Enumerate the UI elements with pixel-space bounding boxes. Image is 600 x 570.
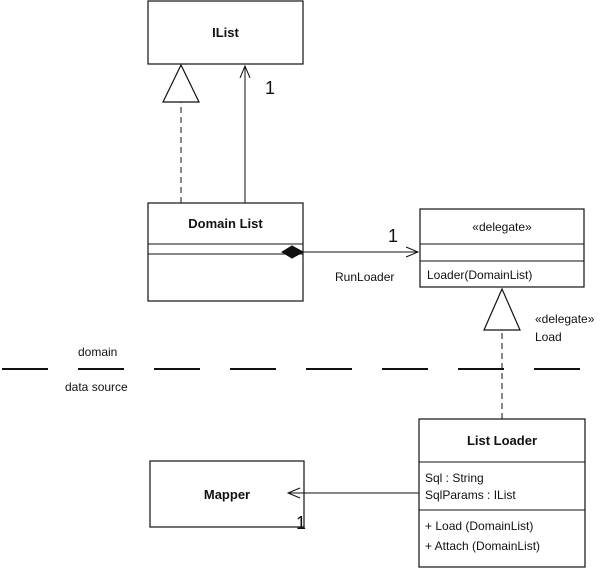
delegate-multiplicity: 1 (388, 226, 398, 246)
list-loader-attribute: Sql : String (425, 471, 484, 485)
delegate-class: «delegate» Loader(DomainList) (419, 208, 585, 288)
list-loader-class: List Loader Sql : String SqlParams : ILi… (418, 418, 586, 568)
delegate-box (419, 208, 585, 288)
hollow-triangle-icon (483, 287, 521, 331)
ilist-box (147, 0, 304, 65)
run-loader-label: RunLoader (335, 270, 394, 284)
mapper-name: Mapper (204, 487, 250, 502)
mapper-multiplicity: 1 (296, 513, 306, 533)
run-loader-composition: 1 RunLoader (281, 226, 418, 284)
layer-separator: domain data source (2, 345, 598, 394)
realization-stereotype: «delegate» (535, 312, 595, 326)
layer-label-below: data source (65, 380, 128, 394)
realization-name: Load (535, 330, 562, 344)
domain-list-class: Domain List (147, 202, 304, 302)
list-loader-name: List Loader (467, 433, 537, 448)
mapper-class: Mapper (149, 460, 305, 528)
domain-list-name: Domain List (188, 216, 263, 231)
list-loader-attribute: SqlParams : IList (425, 488, 516, 502)
delegate-operation: Loader(DomainList) (427, 268, 532, 282)
ilist-name: IList (212, 25, 239, 40)
ilist-multiplicity: 1 (265, 78, 275, 98)
ilist-association: 1 (245, 66, 275, 203)
domain-list-box (147, 202, 304, 302)
list-loader-operation: + Load (DomainList) (425, 519, 533, 533)
filled-diamond-icon (281, 245, 305, 259)
list-loader-box (418, 418, 586, 568)
ilist-class: IList (147, 0, 304, 65)
ilist-realization (162, 63, 200, 203)
delegate-stereotype: «delegate» (472, 220, 532, 234)
list-loader-operation: + Attach (DomainList) (425, 539, 540, 553)
layer-label-above: domain (78, 345, 117, 359)
load-realization: «delegate» Load (483, 287, 595, 419)
mapper-association: 1 (288, 493, 419, 533)
hollow-triangle-icon (162, 63, 200, 103)
mapper-box (149, 460, 305, 528)
